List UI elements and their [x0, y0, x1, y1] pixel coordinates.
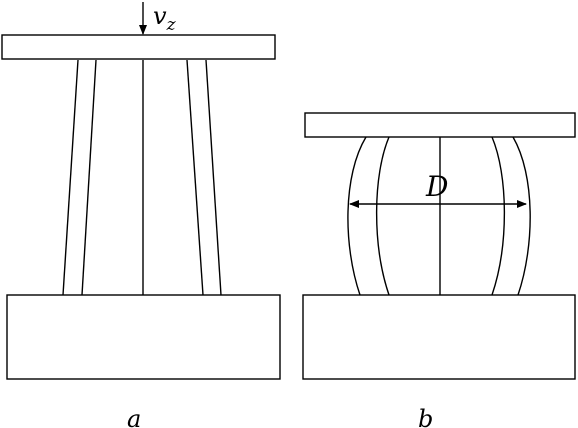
figure-b-left-outer-wall	[347, 136, 367, 296]
figure-b: D b	[302, 112, 576, 428]
figure-a-top-platen	[1, 34, 276, 60]
figure-b-right-outer-wall	[512, 136, 531, 296]
figure-a-right-inner-wall	[186, 59, 204, 296]
figure-b-top-platen	[304, 112, 576, 138]
figure-a-left-outer-wall	[62, 59, 79, 296]
figure-a-caption: a	[127, 405, 141, 428]
figure-b-left-inner-wall	[375, 136, 390, 296]
velocity-label: vz	[153, 2, 177, 35]
figure-b-caption: b	[418, 405, 433, 428]
figure-b-right-inner-wall	[491, 136, 506, 296]
figure-a: vz a	[1, 2, 281, 428]
figure-a-left-inner-wall	[81, 59, 97, 296]
figure-a-base-block	[6, 294, 281, 380]
figure-a-right-outer-wall	[205, 59, 222, 296]
diameter-label: D	[425, 170, 448, 203]
figure-b-base-block	[302, 294, 576, 380]
